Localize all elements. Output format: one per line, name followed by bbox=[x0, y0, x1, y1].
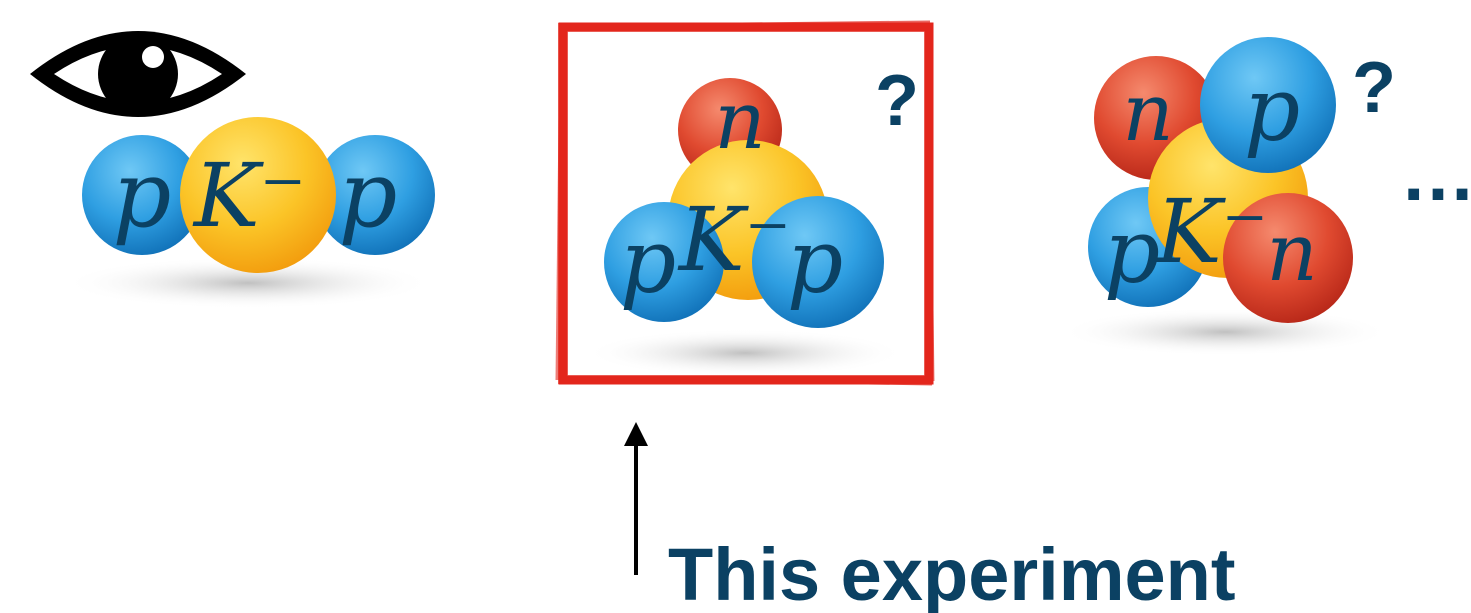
system-kppn: n K⁻ p p ? bbox=[585, 61, 919, 377]
eye-icon bbox=[30, 31, 246, 117]
shadow bbox=[585, 329, 905, 377]
system-kppnn: n p K⁻ p n ? bbox=[1060, 37, 1396, 356]
particle-label: n bbox=[1266, 206, 1318, 299]
question-mark: ? bbox=[875, 61, 919, 141]
particle-label: p bbox=[1104, 200, 1160, 303]
kaon-sphere bbox=[180, 117, 336, 273]
particle-label: n bbox=[714, 74, 766, 167]
particle-label: p bbox=[1244, 58, 1300, 161]
particle-label: p bbox=[787, 210, 843, 313]
caption: This experiment bbox=[668, 533, 1236, 613]
neutron-sphere bbox=[1223, 193, 1353, 323]
proton-sphere bbox=[82, 135, 202, 255]
shadow bbox=[63, 257, 433, 309]
proton-sphere bbox=[604, 202, 724, 322]
particle-label: n bbox=[1122, 66, 1174, 159]
arrow-up-icon bbox=[624, 422, 648, 575]
particle-label: p bbox=[339, 141, 398, 248]
highlight-box bbox=[555, 20, 935, 386]
particle-label: p bbox=[113, 141, 172, 248]
particle-label: K⁻ bbox=[1154, 180, 1268, 283]
system-kpp: p K⁻ p bbox=[30, 31, 435, 309]
particle-label: K⁻ bbox=[192, 144, 306, 247]
shadow bbox=[1060, 308, 1390, 356]
particle-label: p bbox=[620, 210, 676, 313]
ellipsis: … bbox=[1400, 132, 1471, 217]
proton-sphere bbox=[1200, 37, 1336, 173]
proton-sphere bbox=[315, 135, 435, 255]
proton-sphere bbox=[752, 196, 884, 328]
question-mark: ? bbox=[1352, 48, 1396, 128]
particle-label: K⁻ bbox=[677, 188, 791, 291]
